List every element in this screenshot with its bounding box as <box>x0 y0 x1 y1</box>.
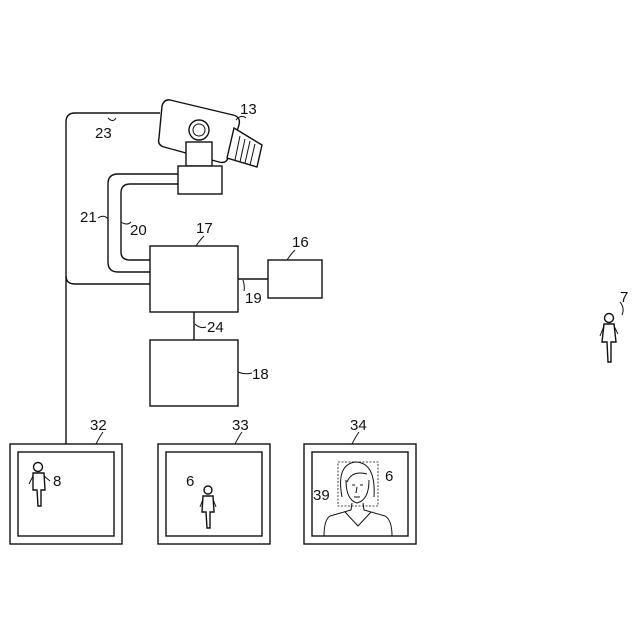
label-8: 8 <box>53 473 61 490</box>
leader-lines <box>44 116 623 491</box>
label-32: 32 <box>90 417 107 434</box>
label-7: 7 <box>620 289 628 306</box>
person-7-figure <box>600 314 618 363</box>
label-20: 20 <box>130 222 147 239</box>
label-6-monitor34: 6 <box>385 468 393 485</box>
controller-box-17 <box>150 246 238 312</box>
label-33: 33 <box>232 417 249 434</box>
label-18: 18 <box>252 366 269 383</box>
camera-cable-23 <box>66 113 160 444</box>
device-box-16 <box>268 260 322 298</box>
device-box-18 <box>150 340 238 406</box>
label-19: 19 <box>245 290 262 307</box>
monitor-33 <box>158 444 270 544</box>
label-34: 34 <box>350 417 367 434</box>
label-13: 13 <box>240 101 257 118</box>
label-17: 17 <box>196 220 213 237</box>
label-39: 39 <box>313 487 330 504</box>
label-23: 23 <box>95 125 112 142</box>
label-21: 21 <box>80 209 97 226</box>
label-16: 16 <box>292 234 309 251</box>
monitor-32 <box>10 444 122 544</box>
label-24: 24 <box>207 319 224 336</box>
label-6-monitor33: 6 <box>186 473 194 490</box>
